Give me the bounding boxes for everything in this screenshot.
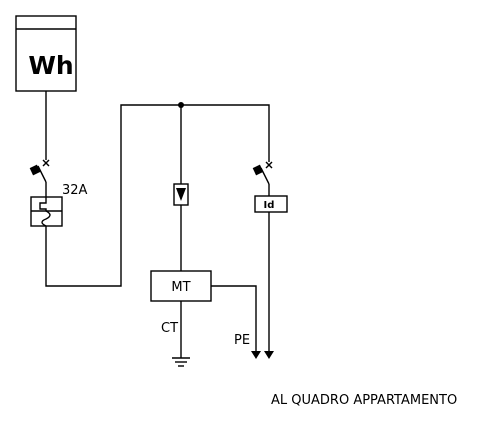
mt-block: MT [150,270,212,302]
right-switch [252,161,273,185]
switch-actuator-icon [29,164,41,176]
ground-symbol [172,357,190,367]
magnetothermal-breaker: 32A [30,183,88,227]
switch-blade [37,165,47,183]
breaker-thermal-icon [41,210,51,227]
pe-label: PE [234,333,250,348]
differential-device: Id [254,195,288,213]
ground-label: CT [161,321,178,336]
mt-label: MT [171,280,190,295]
right-switch-contact-x2 [265,161,273,169]
pe-arrow-icon [251,351,261,359]
breaker-rating: 32A [62,183,88,198]
pe-wire [211,285,257,352]
arrester-arrow-icon [176,188,186,201]
main-switch [29,159,50,183]
breaker-magnetic-icon [39,197,47,211]
differential-label: Id [264,200,275,211]
switch-contact-x2 [42,159,50,167]
output-arrow-icon [264,351,274,359]
arrester-device [173,183,189,206]
destination-label: AL QUADRO APPARTAMENTO [271,393,457,408]
differential-box [254,195,288,213]
right-switch-actuator-icon [252,164,264,176]
right-switch-blade [260,167,270,185]
energy-meter: Wh [15,15,77,92]
main-loop-wire [45,104,270,287]
meter-label: Wh [28,51,73,80]
